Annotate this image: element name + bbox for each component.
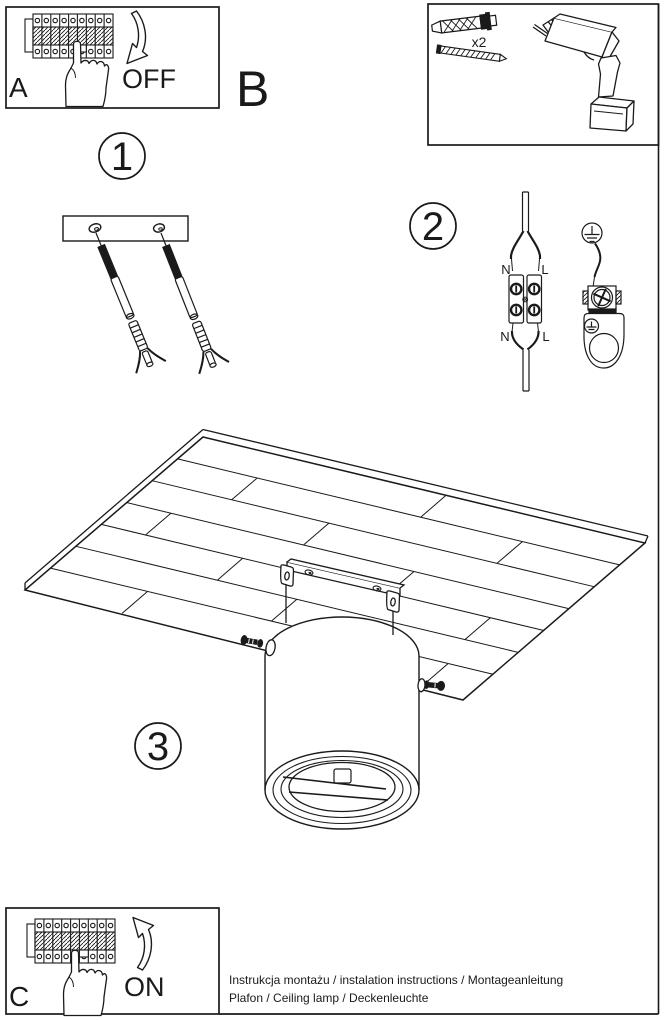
- footer-title-block: Instrukcja montażu / instalation instruc…: [219, 973, 659, 1015]
- power-on-label: ON: [124, 972, 165, 1002]
- box-c-border: [5, 907, 220, 1015]
- step-3-badge: [134, 722, 182, 770]
- screw-anchor-icon: [145, 226, 231, 375]
- drill-icon: [532, 13, 635, 132]
- anchor-quantity-label: x2: [472, 34, 487, 50]
- power-off-label: OFF: [122, 64, 176, 94]
- box-a-border: [5, 6, 220, 109]
- breaker-panel-icon: [24, 13, 114, 59]
- power-on-box: C ON: [5, 907, 220, 1017]
- wire-label-l-bottom: L: [542, 329, 549, 344]
- footer-line-1: Instrukcja montażu / instalation instruc…: [229, 973, 563, 987]
- power-off-box: A OFF: [5, 6, 220, 109]
- wall-plug-icon: [431, 11, 498, 34]
- step-1-number: 1: [111, 135, 133, 179]
- wiring-diagram: [508, 191, 543, 392]
- wire-label-n-top: N: [501, 262, 510, 277]
- step-2-number: 2: [422, 205, 444, 249]
- box-c-label: C: [9, 981, 29, 1012]
- step-2-figure: 2 N L: [409, 191, 625, 392]
- earth-symbol-icon: [581, 222, 603, 244]
- footer-line-2: Plafon / Ceiling lamp / Deckenleuchte: [229, 991, 429, 1005]
- curved-arrow-down-icon: [126, 10, 149, 65]
- step-1-badge: [98, 132, 146, 180]
- step-1-figure: 1: [62, 132, 231, 375]
- step-2-badge: [409, 202, 457, 250]
- screw-anchor-icon: [80, 225, 167, 375]
- tools-box: x2: [427, 3, 660, 146]
- mounting-bracket: [280, 558, 406, 635]
- mounting-bracket-figure: [62, 215, 189, 242]
- lamp-cylinder: [264, 616, 420, 830]
- box-a-label: A: [9, 72, 28, 103]
- ceiling-lamp-assembly-figure: 3: [23, 428, 649, 830]
- side-screw-left: [240, 635, 276, 657]
- wire-label-l-top: L: [541, 262, 548, 277]
- screw-icon: [435, 44, 508, 63]
- curved-arrow-up-icon: [132, 916, 155, 971]
- box-b-border: [427, 3, 660, 146]
- box-b-label: B: [236, 61, 269, 117]
- step-3-number: 3: [147, 725, 169, 769]
- ground-terminal-figure: [581, 222, 625, 369]
- side-screw-right: [417, 678, 446, 693]
- wire-label-n-bottom: N: [500, 329, 509, 344]
